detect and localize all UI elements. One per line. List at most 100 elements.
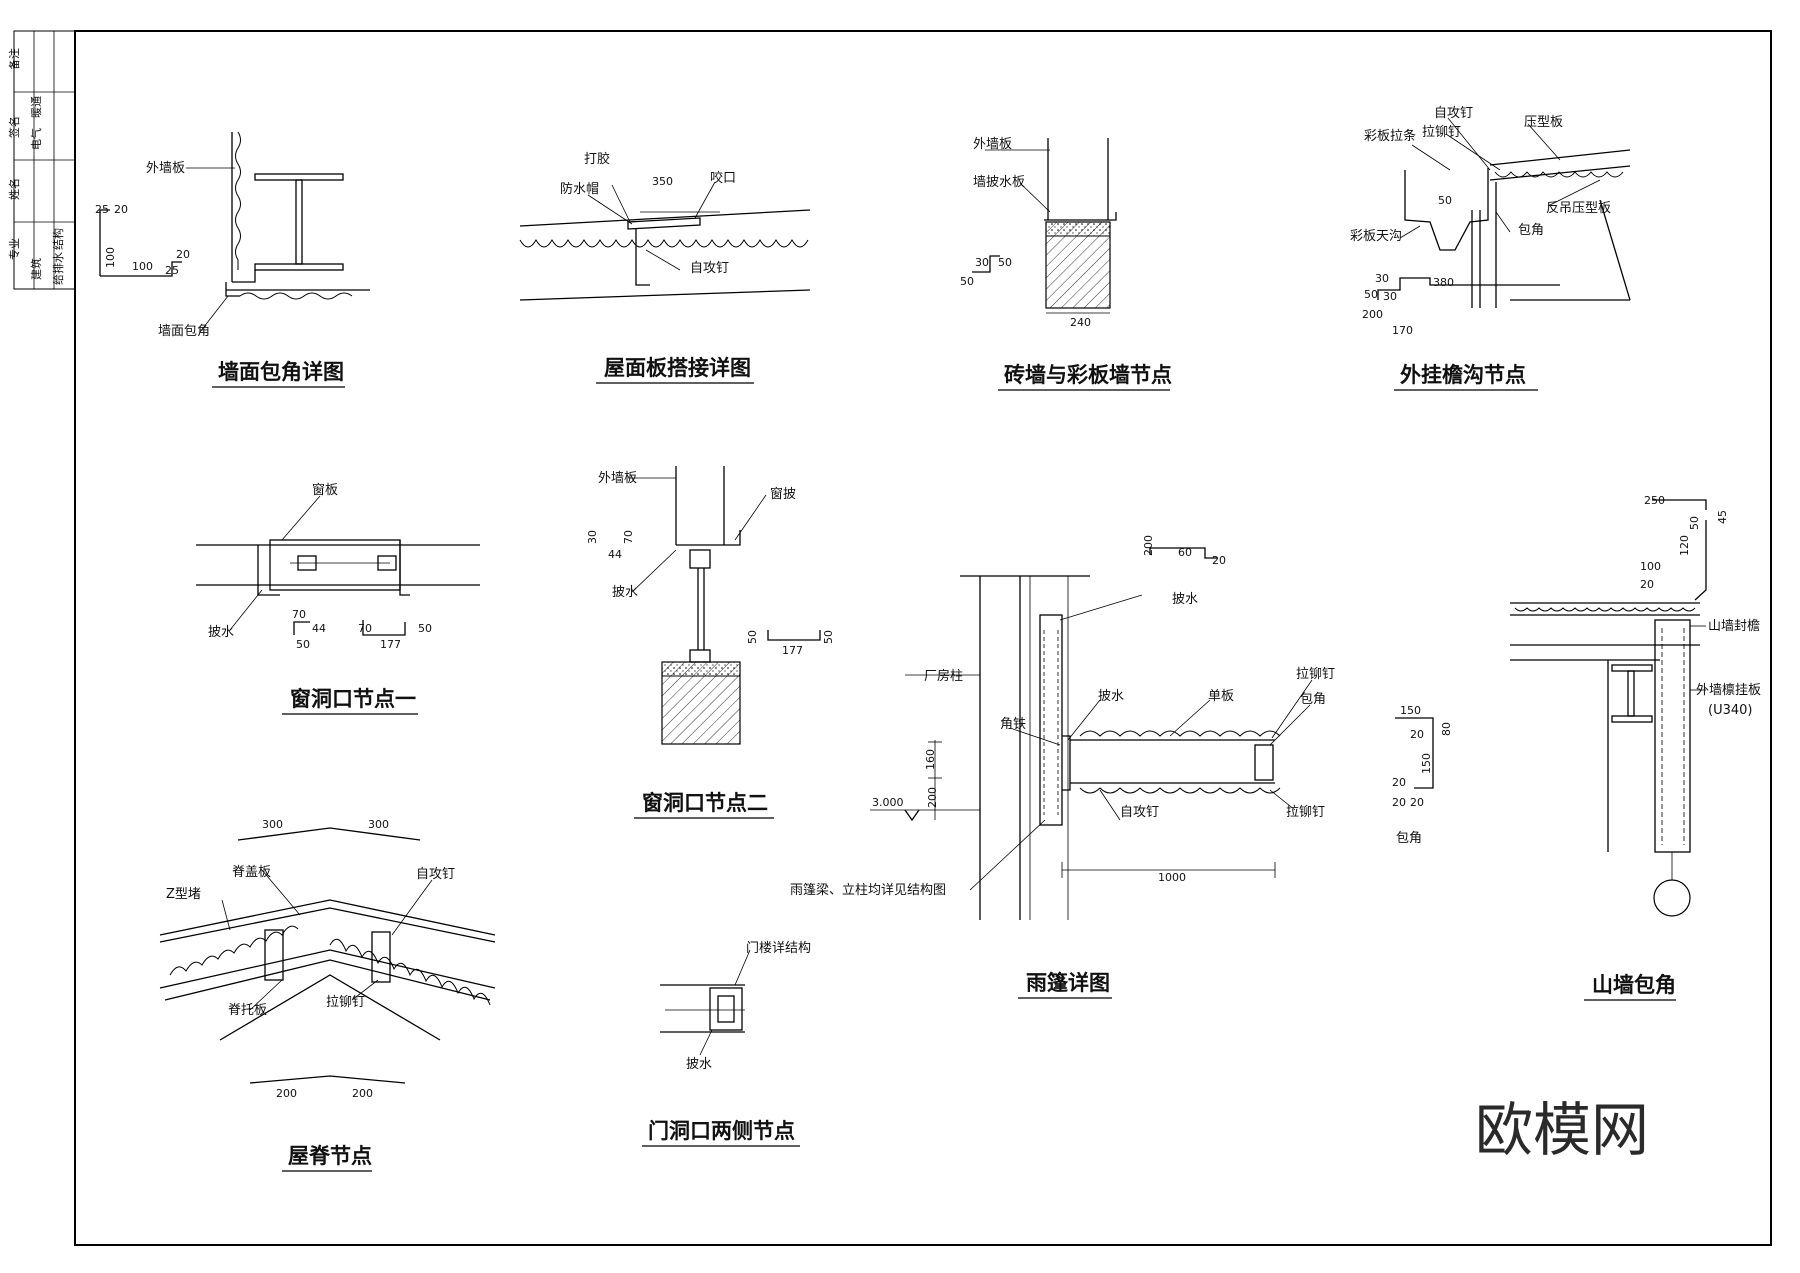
label-single-panel: 单板 [1208,689,1234,704]
dim-wc-2: 100 [104,247,117,268]
label-z-purlin: Z型堵 [166,887,201,902]
label-screw-canopy: 自攻钉 [1120,805,1159,820]
label-screw-lap: 自攻钉 [690,261,729,276]
dim-bw-3: 240 [1070,316,1091,329]
label-outer-panel-brick: 外墙板 [973,137,1012,152]
label-deck: 压型板 [1524,115,1563,130]
label-drip-canopy: 披水 [1098,689,1124,704]
label-bite: 咬口 [710,170,736,186]
detail-door: 门楼详结构 披水 门洞口两侧节点 [642,941,811,1147]
dim-gt-1: 30 [1375,272,1389,285]
label-corner-piece: 包角 [1396,831,1422,846]
dim-gb-0: 250 [1644,494,1665,507]
label-screw-gutter: 自攻钉 [1434,106,1473,121]
label-window-drip: 窗披 [770,486,796,502]
label-angle: 角铁 [1000,717,1026,732]
label-corner-trim: 墙面包角 [158,324,210,339]
dim-bw-2: 50 [998,256,1012,269]
label-window-board: 窗板 [312,482,338,498]
dim-gt-5: 200 [1362,308,1383,321]
dim-cn-3: 160 [924,749,937,770]
dim-cn-5: 3.000 [872,796,904,809]
dim-w2-5: 50 [822,630,835,644]
label-gutter: 彩板天沟 [1350,229,1402,244]
dim-w1-2: 50 [296,638,310,651]
title-block-col-3: 备注 [7,48,21,70]
title-block-row-3: 电气 [29,128,43,150]
dim-cp-0: 150 [1400,704,1421,717]
title-block-col-2: 签名 [7,116,21,138]
dim-cn-6: 1000 [1158,871,1186,884]
outer-border [74,30,1772,1246]
dim-bw-0: 50 [960,275,974,288]
label-glue: 打胶 [584,151,610,167]
dim-cp-4: 20 [1392,776,1406,789]
label-reverse-deck: 反吊压型板 [1546,201,1611,216]
title-gable: 山墙包角 [1592,973,1676,997]
dim-w1-3: 70 [358,622,372,635]
title-roof-lap: 屋面板搭接详图 [604,356,751,380]
title-block-row-2: 给排水 [51,252,65,285]
detail-brick-wall: 外墙板 墙披水板 50 30 50 240 砖墙与彩板墙节点 [960,137,1172,391]
label-corner-canopy: 包角 [1300,692,1326,707]
dim-w2-2: 70 [622,530,635,544]
dim-wc-3: 100 [132,260,153,273]
title-brick-wall: 砖墙与彩板墙节点 [1004,363,1172,387]
label-door-lintel: 门楼详结构 [746,941,811,956]
label-drip-w2: 披水 [612,585,638,600]
label-girt: 外墙檩挂板 [1696,683,1761,698]
dim-cp-3: 150 [1420,753,1433,774]
label-rivet-top: 拉铆钉 [1296,667,1335,682]
watermark-logo: 欧模网 [1475,1096,1649,1164]
label-eave: 山墙封檐 [1708,619,1760,634]
detail-corner-piece: 150 20 80 150 20 20 20 包角 [1392,704,1453,846]
title-block: 专业 姓名 签名 备注 建筑 结构 给排水 电气 暖通 [7,30,76,290]
title-gutter: 外挂檐沟节点 [1400,363,1526,387]
dim-gt-3: 50 [1364,288,1378,301]
label-screw-ridge: 自攻钉 [416,867,455,882]
label-strap: 彩板拉条 [1364,128,1416,144]
dim-w2-0: 30 [586,530,599,544]
title-door: 门洞口两侧节点 [648,1119,795,1143]
dim-gt-2: 380 [1433,276,1454,289]
dim-w2-3: 50 [746,630,759,644]
title-block-row-4: 暖通 [30,96,43,118]
title-wall-corner: 墙面包角详图 [218,360,344,384]
detail-roof-lap: 打胶 防水帽 咬口 自攻钉 350 屋面板搭接详图 [519,151,811,384]
dim-bw-1: 30 [975,256,989,269]
dim-gt-4: 30 [1383,290,1397,303]
label-cap: 防水帽 [560,181,599,197]
label-drip-top: 披水 [1172,592,1198,607]
dim-gt-0: 50 [1438,194,1452,207]
axis-bubble [1653,879,1691,917]
dim-w1-1: 44 [312,622,326,635]
dim-rd-3: 200 [352,1087,373,1100]
dim-lap-0: 350 [652,175,673,188]
dim-cn-0: 200 [1142,535,1155,556]
dim-rd-2: 200 [276,1087,297,1100]
title-block-col-0: 专业 [7,238,21,260]
dim-gb-2: 45 [1716,510,1729,524]
title-block-col-1: 姓名 [7,178,21,200]
label-outer-panel: 外墙板 [146,161,185,176]
detail-window-2: 外墙板 窗披 披水 30 44 70 50 177 50 窗洞口节点二 [586,466,835,819]
dim-cn-4: 200 [926,787,939,808]
title-window-1: 窗洞口节点一 [290,687,416,711]
dim-cp-5: 20 [1392,796,1406,809]
dim-w1-5: 50 [418,622,432,635]
dim-wc-4: 25 [165,264,179,277]
dim-gb-1: 50 [1688,516,1701,530]
label-ridge-support: 脊托板 [228,1003,267,1018]
label-drip-door: 披水 [686,1057,712,1072]
dim-cn-2: 20 [1212,554,1226,567]
label-ridge-cap: 脊盖板 [232,865,271,880]
dim-cp-2: 80 [1440,722,1453,736]
label-rivet-bottom: 拉铆钉 [1286,805,1325,820]
dim-rd-1: 300 [368,818,389,831]
label-drip-w1: 披水 [208,625,234,640]
detail-gutter: 自攻钉 彩板拉条 拉铆钉 压型板 反吊压型板 包角 彩板天沟 50 30 380… [1350,106,1631,391]
dim-cn-1: 60 [1178,546,1192,559]
detail-ridge: Z型堵 脊盖板 自攻钉 脊托板 拉铆钉 300 300 200 200 屋脊节点 [159,818,496,1172]
title-canopy: 雨篷详图 [1026,971,1110,995]
